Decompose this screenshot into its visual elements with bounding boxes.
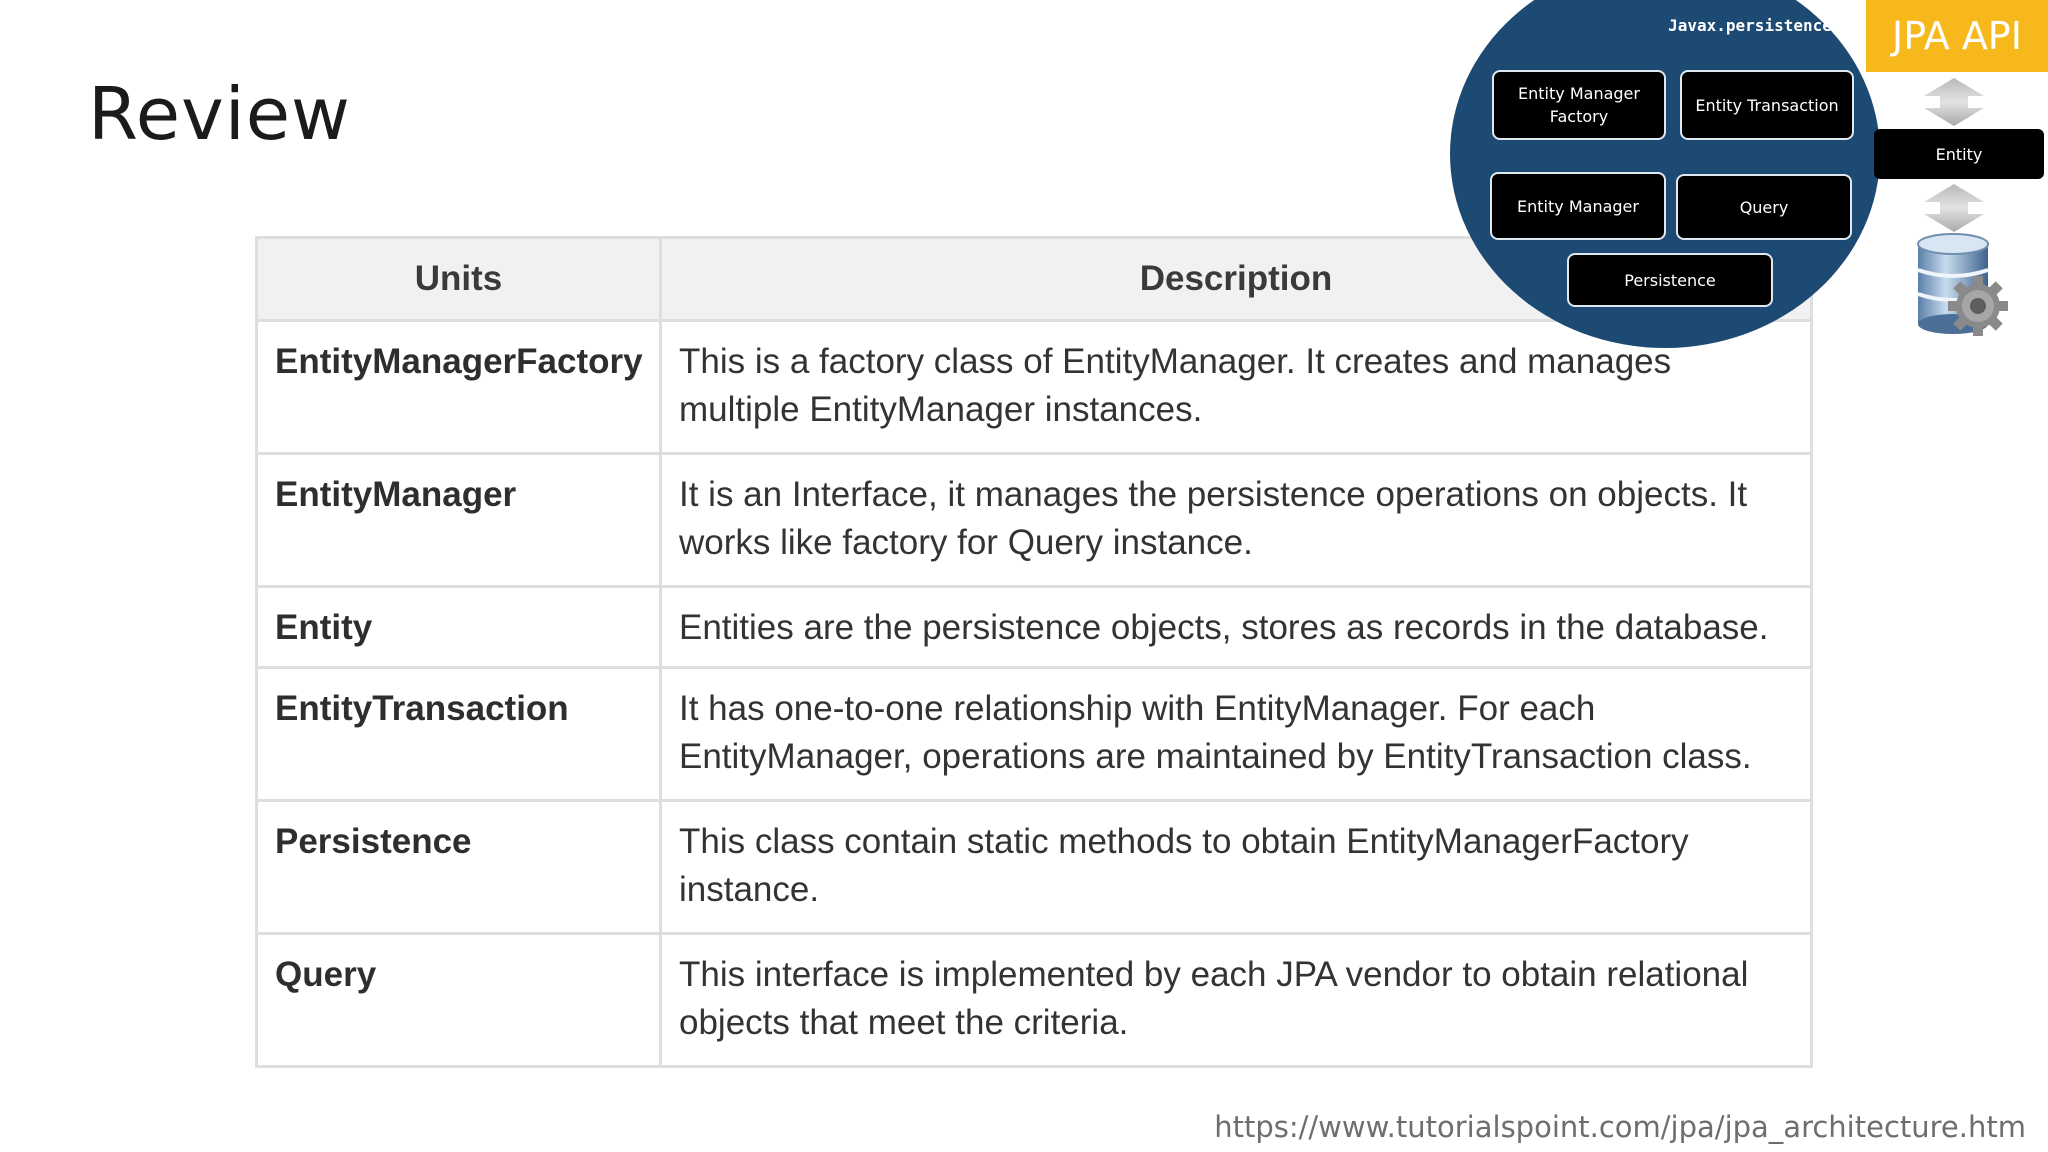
unit-description: Entities are the persistence objects, st… xyxy=(659,585,1813,669)
unit-description: This interface is implemented by each JP… xyxy=(659,932,1813,1068)
box-label: Query xyxy=(1739,197,1789,217)
units-table: Units Description EntityManagerFactory T… xyxy=(255,236,1813,1068)
box-label-line1: Entity Manager xyxy=(1518,84,1640,103)
table-row: EntityManagerFactory This is a factory c… xyxy=(255,319,1813,455)
query-box: Query xyxy=(1676,174,1852,240)
unit-description: This is a factory class of EntityManager… xyxy=(659,319,1813,455)
database-gear-icon xyxy=(1917,233,2008,336)
table-row: Entity Entities are the persistence obje… xyxy=(255,585,1813,669)
table-row: EntityTransaction It has one-to-one rela… xyxy=(255,666,1813,802)
unit-name: EntityManager xyxy=(255,452,662,588)
units-header: Units xyxy=(255,236,662,322)
double-arrow-icon xyxy=(1924,184,1984,232)
jpa-api-header: JPA API xyxy=(1866,0,2048,72)
description-header: Description xyxy=(659,236,1813,322)
source-url: https://www.tutorialspoint.com/jpa/jpa_a… xyxy=(1214,1110,2026,1144)
box-label: Entity Transaction xyxy=(1695,95,1839,115)
entity-box: Entity xyxy=(1874,129,2044,179)
table-row: Persistence This class contain static me… xyxy=(255,799,1813,935)
unit-description: This class contain static methods to obt… xyxy=(659,799,1813,935)
box-label-line2: Factory xyxy=(1549,107,1609,126)
entity-transaction-box: Entity Transaction xyxy=(1680,70,1854,140)
unit-description: It is an Interface, it manages the persi… xyxy=(659,452,1813,588)
unit-name: Entity xyxy=(255,585,662,669)
entity-manager-box: Entity Manager xyxy=(1490,172,1666,240)
slide-title: Review xyxy=(88,72,351,156)
table-header-row: Units Description xyxy=(255,236,1813,322)
unit-description: It has one-to-one relationship with Enti… xyxy=(659,666,1813,802)
unit-name: Query xyxy=(255,932,662,1068)
unit-name: Persistence xyxy=(255,799,662,935)
package-label: Javax.persistence xyxy=(1668,16,1832,35)
unit-name: EntityTransaction xyxy=(255,666,662,802)
unit-name: EntityManagerFactory xyxy=(255,319,662,455)
box-label: Entity Manager xyxy=(1517,196,1639,216)
table-row: Query This interface is implemented by e… xyxy=(255,932,1813,1068)
table-row: EntityManager It is an Interface, it man… xyxy=(255,452,1813,588)
double-arrow-icon xyxy=(1924,78,1984,126)
